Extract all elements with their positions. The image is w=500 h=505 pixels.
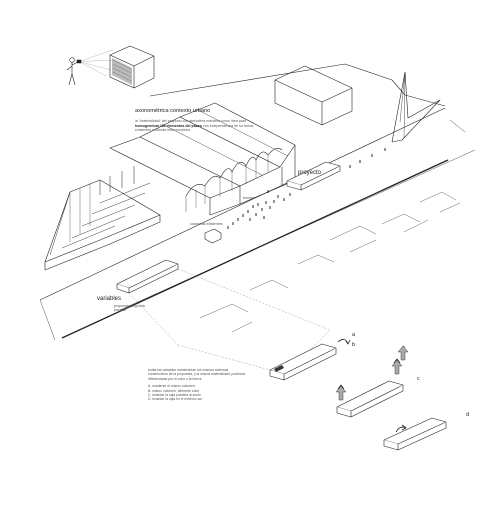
notes-intro: todas las variables mantendrían los mism… bbox=[148, 368, 246, 381]
block-building bbox=[274, 65, 353, 126]
road-lines bbox=[39, 63, 476, 341]
observer-figure-icon bbox=[66, 57, 82, 86]
label-variant-c: c bbox=[417, 376, 420, 382]
sail-sculpture bbox=[391, 71, 441, 143]
label-variant-a: a bbox=[352, 332, 356, 338]
notes-list: A. mantener el mismo volumen B. mismo vo… bbox=[148, 384, 248, 402]
label-proyecto: proyecto bbox=[298, 170, 322, 176]
lift-arrows bbox=[335, 345, 409, 401]
people-markers bbox=[227, 148, 386, 229]
existing-column bbox=[204, 228, 222, 244]
label-variant-d: d bbox=[466, 412, 470, 418]
proyecto-volume bbox=[286, 161, 341, 191]
notes-item-a: A. mantener el mismo volumen bbox=[148, 384, 195, 389]
label-terraza: terraza bbox=[243, 196, 255, 200]
parking-marks bbox=[199, 191, 461, 333]
context-house-icon bbox=[109, 45, 155, 89]
view-rays bbox=[80, 49, 115, 77]
notes-item-b: B. mismo volumen, diferente color bbox=[148, 388, 200, 393]
warehouse-buildings bbox=[109, 102, 296, 216]
variant-ab-volume bbox=[269, 339, 351, 381]
description-line-2: marítima como idea para bbox=[206, 119, 247, 123]
label-columnas: columnas existentes bbox=[190, 222, 223, 226]
label-segunda-parcela: propuesta segunda parcela bbox=[114, 304, 145, 313]
label-variables: variables bbox=[97, 296, 122, 302]
stepped-stands bbox=[44, 166, 161, 271]
description-bold-2: elementos del paseo bbox=[166, 123, 202, 128]
context-description: la "materialidad" del proyecto con atmós… bbox=[135, 119, 270, 133]
description-tail: con independencia de su forma, existente… bbox=[135, 123, 255, 133]
variant-c-volume bbox=[336, 346, 405, 418]
variants-notes: todas las variables mantendrían los mism… bbox=[148, 368, 248, 402]
description-bold-1: homogeneizar los bbox=[135, 123, 166, 128]
notes-item-d: D. levantar la caja en el extremo sur bbox=[148, 397, 203, 402]
notes-item-c: C. levantar la caja paralela al suelo bbox=[148, 393, 201, 398]
context-title: axonométrica contexto urbano bbox=[135, 108, 211, 114]
description-line-1: la "materialidad" del proyecto con atmós… bbox=[135, 119, 206, 123]
variant-d-volume bbox=[383, 417, 447, 451]
label-variant-b: b bbox=[352, 342, 356, 348]
